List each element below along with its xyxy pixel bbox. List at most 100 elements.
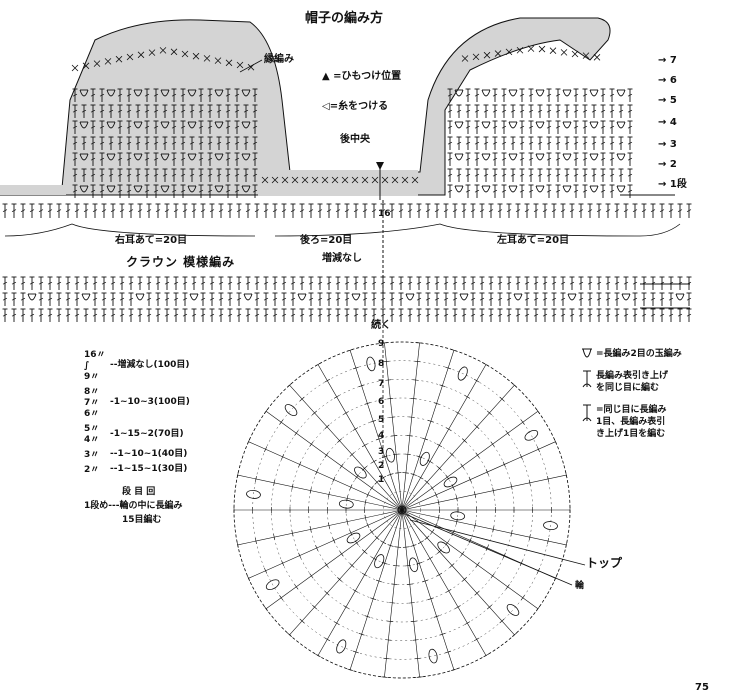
right-ear-puff [241,121,251,129]
band-dc-slash [65,313,71,317]
row-note: -1~15~2(70目) [110,428,184,439]
band-dc-slash [470,313,476,317]
right-ear-dc-slash [153,109,159,113]
band-dc-slash [317,297,323,301]
radial-stitch-line [248,509,403,579]
back-cross [261,176,269,184]
band-dc-slash [236,281,242,285]
band-dc-slash [488,281,494,285]
round-tick [487,604,492,610]
base-dc-slash [263,209,269,213]
round-tick [445,366,452,370]
left-ear-dc-slash [573,189,579,193]
base-dc-slash [506,209,512,213]
top-leader [409,519,586,566]
round-puff [246,489,261,499]
right-ear-dc-slash [72,173,78,177]
round-tick [410,620,417,622]
round-tick [281,453,285,460]
band-dc-slash [506,297,512,301]
base-dc-slash [551,209,557,213]
round-tick [349,452,355,457]
ring-label: 輪 [575,581,585,591]
round-tick [343,605,349,609]
band-dc-slash [182,297,188,301]
left-ear-dc-slash [546,93,552,97]
base-dc-slash [2,209,8,213]
band-dc-slash [173,297,179,301]
left-ear-dc-slash [546,141,552,145]
band-dc-slash [371,281,377,285]
edge-cross [560,49,568,56]
edge-cross [192,52,200,60]
left-ear-dc-slash [447,189,453,193]
band-dc-slash [335,281,341,285]
left-ear-dc-slash [447,93,453,97]
edge-cross [225,59,233,67]
band-dc-slash [326,313,332,317]
edge-cross [571,50,579,58]
radial-stitch-line [401,509,515,636]
right-ear-puff [187,153,197,161]
band-dc-slash [551,313,557,317]
left-ear-dc-slash [474,189,480,193]
band-dc-slash [650,313,656,317]
left-ear-dc-slash [528,93,534,97]
right-ear-dc-slash [225,125,231,129]
right-ear-dc-slash [126,125,132,129]
right-ear-dc-slash [171,93,177,97]
left-ear-puff [454,121,464,129]
left-ear-puff [562,89,572,97]
left-ear-dc-slash [447,157,453,161]
left-ear-dc-slash [474,141,480,145]
band-dc-slash [641,313,647,317]
round-tick [324,591,330,596]
round-tick [464,395,471,399]
band-dc-slash [614,281,620,285]
round-tick [298,552,302,559]
band-dc-slash [281,313,287,317]
band-dc-slash [92,281,98,285]
radial-stitch-line [401,411,539,511]
base-dc-slash [326,209,332,213]
band-dc-slash [506,313,512,317]
round-tick [437,514,440,521]
radial-stitch-line [289,384,403,511]
right-ear-dc-slash [225,93,231,97]
round-tick [510,483,513,490]
band-dc-slash [335,297,341,301]
band-dc-slash [128,281,134,285]
puff-stitch-icon [582,348,592,358]
right-ear-puff [160,153,170,161]
left-ear-dc-slash [573,173,579,177]
right-ear-dc-slash [243,109,249,113]
right-ear-dc-slash [252,125,258,129]
round-tick [364,402,371,405]
radial-stitch-line [349,350,403,511]
band-dc-slash [317,313,323,317]
band-dc-slash [47,297,53,301]
left-ear-dc-slash [501,173,507,177]
right-ear-dc-slash [99,189,105,193]
band-dc-slash [236,297,242,301]
right-ear-dc-slash [108,109,114,113]
round-puff [346,532,361,544]
round-tick [404,453,411,455]
round-tick [445,427,452,431]
base-dc-slash [65,209,71,213]
left-ear-dc-slash [609,109,615,113]
round-tick [455,411,461,415]
round-puff [428,648,438,664]
right-ear-puff [133,153,143,161]
right-ear-puff [241,153,251,161]
ear-flap-chart [2,45,692,237]
ear-row-number: → 1段 [658,179,687,190]
band-dc-slash [362,297,368,301]
band-dc-slash [515,313,521,317]
band-dc-slash [614,313,620,317]
round-puff [336,639,347,654]
base-dc-slash [668,209,674,213]
right-ear-puff [187,121,197,129]
band-dc-slash [173,313,179,317]
band-dc-slash [533,297,539,301]
